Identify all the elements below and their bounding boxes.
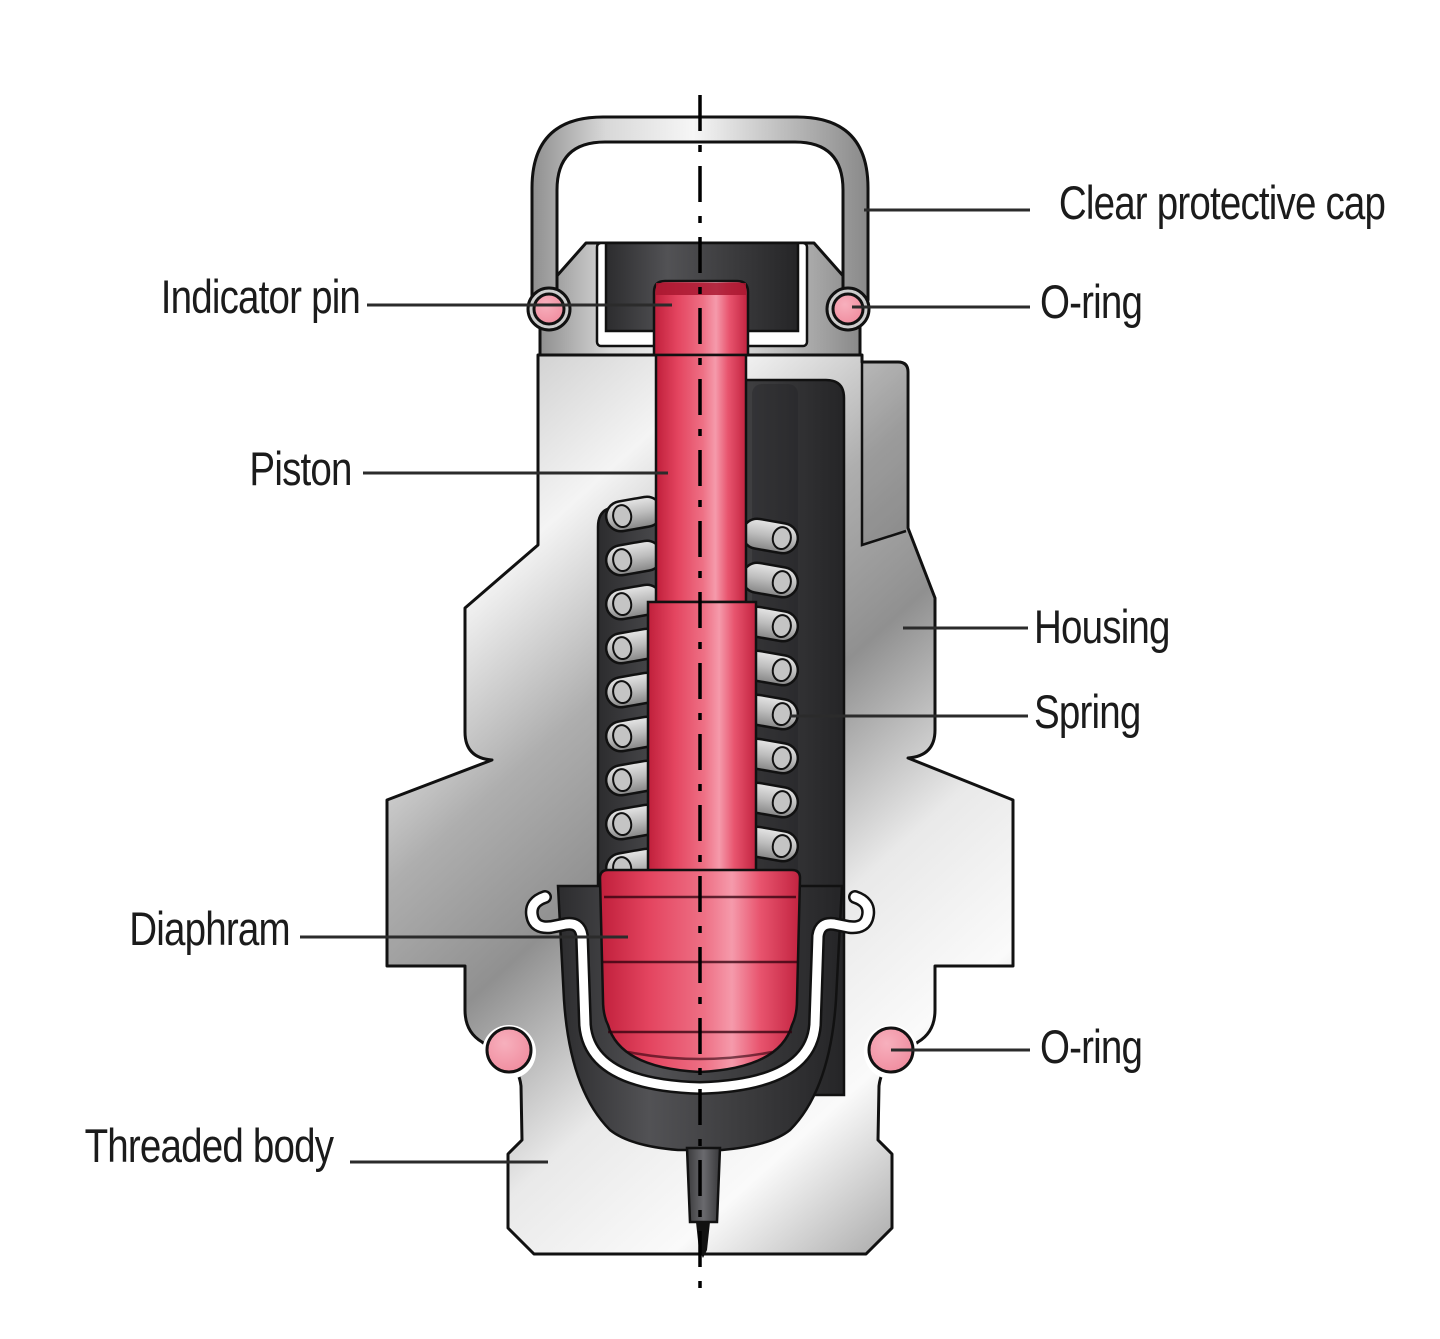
label-o-ring-bottom: O-ring bbox=[1040, 1020, 1143, 1073]
label-diaphram: Diaphram bbox=[129, 902, 290, 955]
label-indicator-pin: Indicator pin bbox=[160, 270, 361, 323]
o-ring-bottom-left bbox=[485, 1026, 533, 1074]
label-threaded-body: Threaded body bbox=[84, 1119, 333, 1172]
housing-lug bbox=[862, 362, 906, 545]
o-ring-top-left bbox=[532, 292, 566, 326]
leader-lines bbox=[300, 208, 1030, 1164]
o-ring-top-right bbox=[831, 292, 865, 326]
piston-assembly bbox=[598, 279, 802, 1074]
valve-stem bbox=[685, 1146, 722, 1224]
piston-lower-shaft bbox=[646, 600, 758, 876]
diaphragm-sheet bbox=[524, 890, 876, 1096]
label-spring: Spring bbox=[1034, 685, 1141, 738]
label-o-ring-top: O-ring bbox=[1040, 275, 1143, 328]
label-clear-protective-cap: Clear protective cap bbox=[1058, 176, 1386, 229]
label-housing: Housing bbox=[1034, 600, 1170, 653]
label-piston: Piston bbox=[249, 442, 353, 495]
